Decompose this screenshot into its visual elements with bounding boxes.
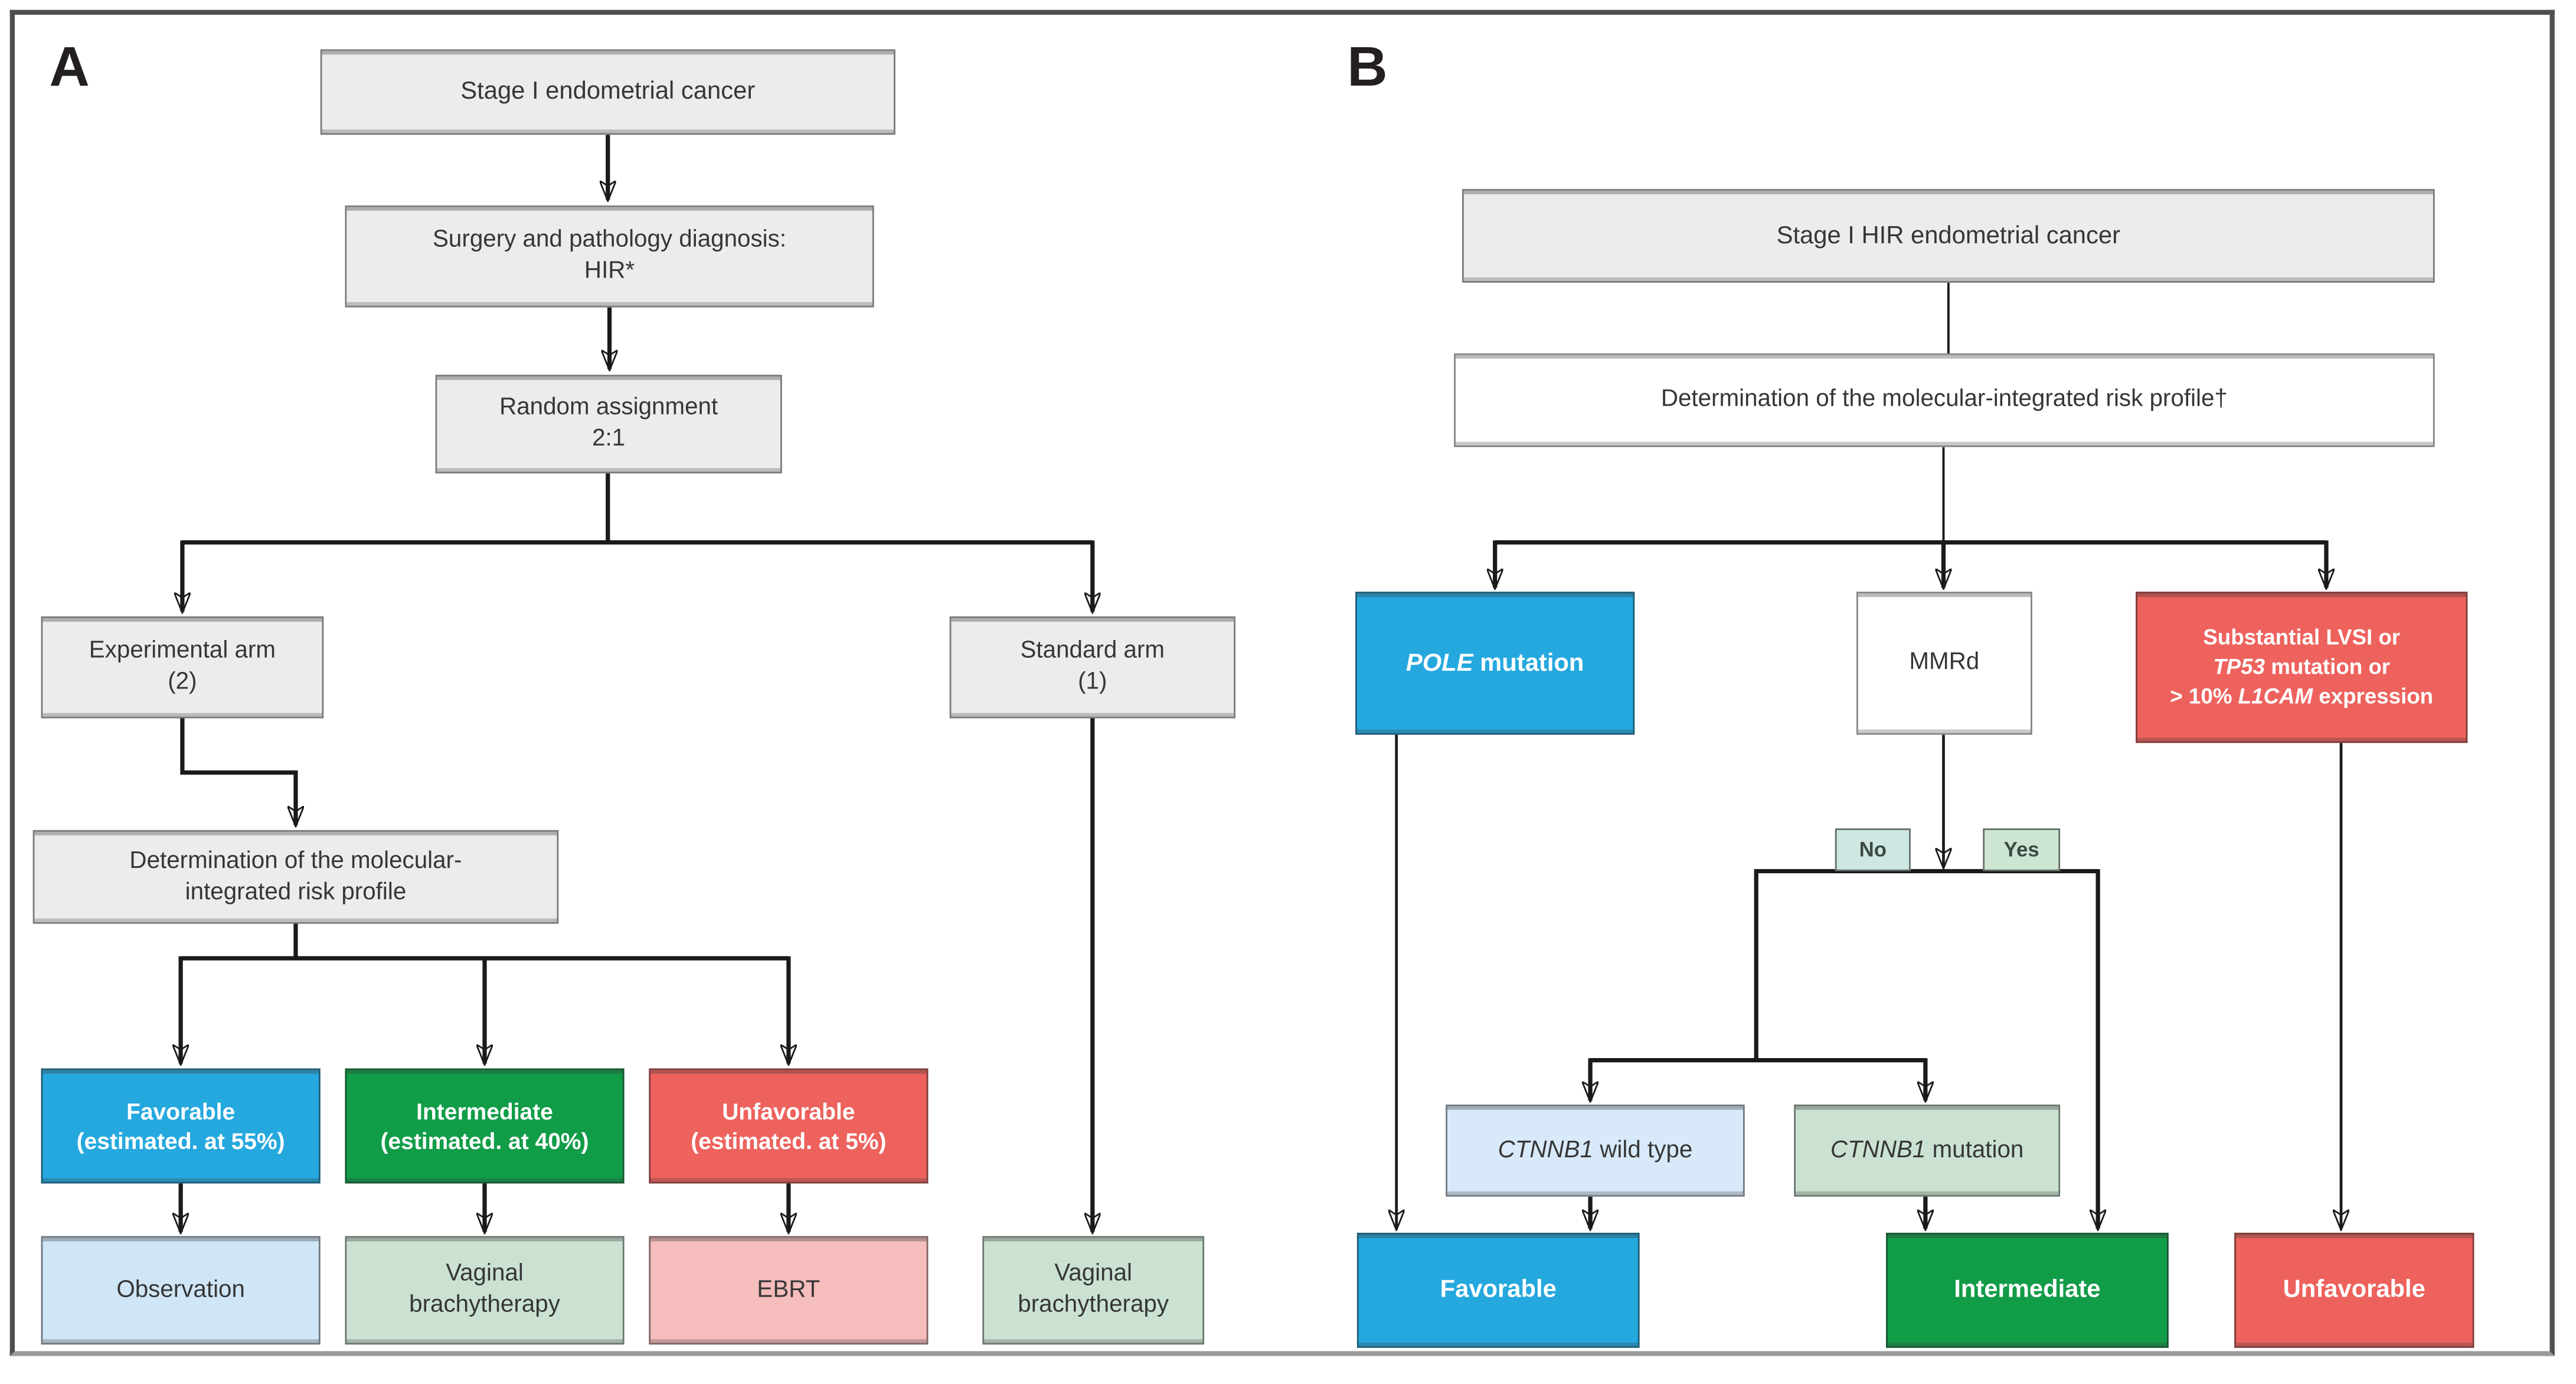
intermediate-label: Intermediate	[416, 1098, 553, 1124]
ctnnb1-gene-name-wt: CTNNB1	[1498, 1137, 1594, 1163]
random-assignment-ratio: 2:1	[592, 426, 626, 452]
mmrd-box: MMRd	[1856, 592, 2032, 735]
substantial-line-2: TP53 mutation or	[2213, 654, 2391, 679]
pole-rest: mutation	[1473, 648, 1584, 677]
ctnnb1-gene-name-mut: CTNNB1	[1830, 1137, 1926, 1163]
unfavorable-estimated-box: Unfavorable (estimated. at 5%)	[649, 1068, 929, 1184]
favorable-estimated-box: Favorable (estimated. at 55%)	[41, 1068, 321, 1184]
panel-b-label: B	[1347, 36, 1388, 99]
surgery-line-2: HIR*	[584, 258, 635, 285]
vaginal-brachytherapy-2-line-1: Vaginal	[1054, 1261, 1132, 1288]
unfavorable-estimate: (estimated. at 5%)	[691, 1127, 887, 1154]
determination-a-line-1: Determination of the molecular-	[129, 847, 462, 874]
substantial-line-3: > 10% L1CAM expression	[2170, 683, 2434, 709]
experimental-arm-line-1: Experimental arm	[89, 638, 276, 665]
standard-arm-line-2: (1)	[1078, 669, 1107, 696]
pole-mutation-box: POLE mutation	[1355, 592, 1635, 735]
favorable-outcome-box: Favorable	[1356, 1232, 1640, 1348]
ctnnb1-wild-type-box: CTNNB1 wild type	[1446, 1104, 1745, 1197]
unfavorable-outcome-box: Unfavorable	[2234, 1232, 2474, 1348]
ctnnb1-wild-type-label: CTNNB1 wild type	[1498, 1137, 1693, 1163]
favorable-outcome-label: Favorable	[1440, 1275, 1557, 1304]
stage-i-endometrial-cancer-box: Stage I endometrial cancer	[320, 49, 895, 135]
unfavorable-outcome-label: Unfavorable	[2283, 1275, 2425, 1304]
intermediate-outcome-box: Intermediate	[1886, 1232, 2169, 1348]
random-assignment-line-1: Random assignment	[499, 394, 718, 422]
vaginal-brachytherapy-1-line-1: Vaginal	[446, 1261, 524, 1288]
connector-group	[181, 135, 2341, 1232]
observation-label: Observation	[116, 1276, 245, 1303]
mmrd-no-tag: No	[1835, 828, 1911, 871]
mmrd-yes-tag: Yes	[1983, 828, 2061, 871]
pole-gene-name: POLE	[1405, 648, 1473, 677]
no-label: No	[1859, 838, 1887, 861]
mmrd-label: MMRd	[1909, 649, 1980, 676]
determination-risk-profile-box-a: Determination of the molecular- integrat…	[32, 830, 559, 924]
favorable-label: Favorable	[126, 1098, 236, 1124]
stage-i-hir-endometrial-cancer-box: Stage I HIR endometrial cancer	[1462, 189, 2435, 283]
standard-arm-line-1: Standard arm	[1020, 638, 1165, 665]
substantial-line-1: Substantial LVSI or	[2203, 625, 2401, 650]
determination-a-line-2: integrated risk profile	[185, 878, 407, 905]
l1cam-gene-name: L1CAM	[2238, 683, 2313, 709]
intermediate-estimated-box: Intermediate (estimated. at 40%)	[345, 1068, 625, 1184]
yes-label: Yes	[2003, 838, 2039, 861]
determination-b-label: Determination of the molecular-integrate…	[1660, 386, 2228, 413]
vaginal-brachytherapy-1-line-2: brachytherapy	[409, 1292, 560, 1318]
experimental-arm-line-2: (2)	[168, 669, 197, 696]
favorable-estimate: (estimated. at 55%)	[76, 1127, 285, 1154]
vaginal-brachytherapy-box-2: Vaginal brachytherapy	[982, 1236, 1205, 1345]
surgery-pathology-diagnosis-box: Surgery and pathology diagnosis: HIR*	[345, 205, 874, 308]
stage-i-endometrial-cancer-label: Stage I endometrial cancer	[460, 77, 756, 106]
panel-a-label: A	[49, 36, 90, 99]
pole-mutation-label: POLE mutation	[1406, 647, 1584, 679]
vaginal-brachytherapy-2-line-2: brachytherapy	[1018, 1292, 1169, 1318]
intermediate-estimate: (estimated. at 40%)	[380, 1127, 589, 1154]
surgery-line-1: Surgery and pathology diagnosis:	[433, 227, 787, 254]
vaginal-brachytherapy-box-1: Vaginal brachytherapy	[345, 1236, 625, 1345]
tp53-gene-name: TP53	[2213, 654, 2266, 679]
random-assignment-box: Random assignment 2:1	[435, 374, 782, 474]
ebrt-label: EBRT	[757, 1276, 820, 1303]
unfavorable-label: Unfavorable	[722, 1098, 855, 1124]
intermediate-outcome-label: Intermediate	[1954, 1275, 2101, 1304]
experimental-arm-box: Experimental arm (2)	[41, 616, 324, 719]
ctnnb1-mutation-box: CTNNB1 mutation	[1794, 1104, 2061, 1197]
stage-i-hir-label: Stage I HIR endometrial cancer	[1776, 221, 2121, 250]
ctnnb1-mutation-label: CTNNB1 mutation	[1830, 1137, 2024, 1163]
standard-arm-box: Standard arm (1)	[949, 616, 1235, 719]
ebrt-box: EBRT	[649, 1236, 929, 1345]
observation-box: Observation	[41, 1236, 321, 1345]
determination-risk-profile-box-b: Determination of the molecular-integrate…	[1454, 353, 2435, 448]
substantial-lvsi-tp53-l1cam-box: Substantial LVSI or TP53 mutation or > 1…	[2136, 592, 2468, 743]
